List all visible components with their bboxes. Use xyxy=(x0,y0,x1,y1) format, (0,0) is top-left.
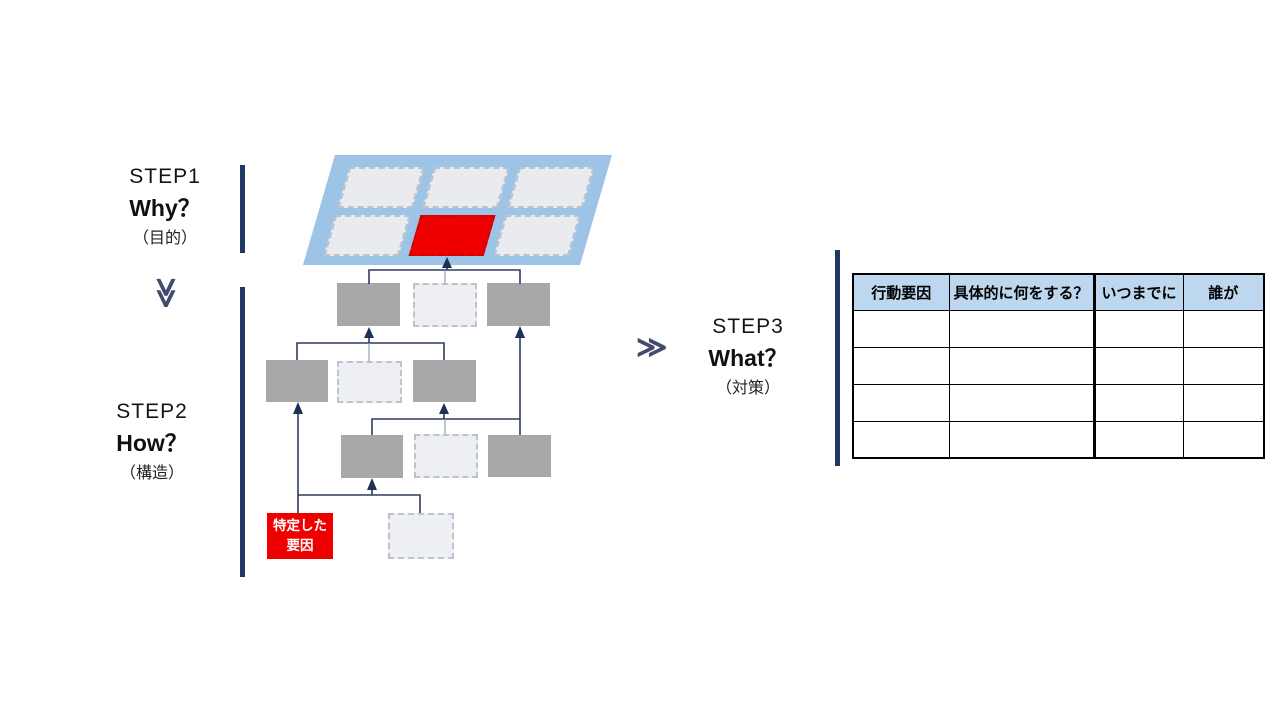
table-cell xyxy=(852,346,950,385)
tree-box-gray xyxy=(341,435,403,478)
table-cell xyxy=(1092,383,1184,422)
identified-factor-label-line2: 要因 xyxy=(286,538,314,553)
table-header-deadline: いつまでに xyxy=(1092,273,1184,311)
step1-label: STEP1 Why？ （目的） xyxy=(100,166,230,247)
tree-box-gray xyxy=(488,435,551,477)
table-cell xyxy=(1182,346,1265,385)
step2-question: How？ xyxy=(116,430,188,456)
table-cell xyxy=(948,420,1095,459)
step3-divider-bar xyxy=(835,250,840,466)
table-cell xyxy=(1092,309,1184,348)
table-cell xyxy=(948,346,1095,385)
table-cell xyxy=(1092,420,1184,459)
table-cell xyxy=(1182,383,1265,422)
action-plan-table: 行動要因 具体的に何をする？ いつまでに 誰が xyxy=(852,273,1265,459)
step2-subtitle: （構造） xyxy=(119,465,184,482)
table-cell xyxy=(852,420,950,459)
table-cell xyxy=(948,309,1095,348)
table-header-row: 行動要因 具体的に何をする？ いつまでに 誰が xyxy=(852,273,1265,311)
table-row xyxy=(852,383,1265,422)
step2-divider-bar xyxy=(240,287,245,577)
step3-question: What？ xyxy=(708,345,788,371)
step2-label: STEP2 How？ （構造） xyxy=(87,401,217,482)
table-cell xyxy=(1092,346,1184,385)
tree-box-empty xyxy=(414,434,478,478)
grid-cell xyxy=(323,215,411,256)
goal-grid-panel xyxy=(303,155,612,265)
tree-box-gray xyxy=(266,360,328,402)
tree-box-gray xyxy=(487,283,550,326)
table-row xyxy=(852,420,1265,459)
grid-cell xyxy=(507,167,595,208)
grid-cell-highlighted xyxy=(408,215,496,256)
step1-divider-bar xyxy=(240,165,245,253)
chevron-right-icon: ≫ xyxy=(636,331,668,364)
step3-title: STEP3 xyxy=(712,315,784,338)
step2-title: STEP2 xyxy=(116,400,188,423)
grid-cell xyxy=(422,167,510,208)
table-cell xyxy=(1182,309,1265,348)
tree-box-gray xyxy=(337,283,400,326)
table-header-what: 具体的に何をする？ xyxy=(948,273,1095,311)
step1-question: Why？ xyxy=(129,195,201,221)
table-row xyxy=(852,309,1265,348)
step1-title: STEP1 xyxy=(129,165,201,188)
table-header-factor: 行動要因 xyxy=(852,273,950,311)
table-cell xyxy=(948,383,1095,422)
tree-box-empty xyxy=(337,361,402,403)
step3-label: STEP3 What？ （対策） xyxy=(683,316,813,397)
chevron-down-icon: ≫ xyxy=(149,277,183,309)
step3-subtitle: （対策） xyxy=(715,380,780,397)
table-cell xyxy=(1182,420,1265,459)
table-row xyxy=(852,346,1265,385)
step1-subtitle: （目的） xyxy=(132,230,197,247)
identified-factor-box: 特定した 要因 xyxy=(267,513,333,559)
tree-box-empty xyxy=(388,513,454,559)
grid-cell xyxy=(493,215,581,256)
table-header-who: 誰が xyxy=(1182,273,1265,311)
grid-cell xyxy=(337,167,425,208)
table-cell xyxy=(852,309,950,348)
tree-box-empty xyxy=(413,283,477,327)
table-cell xyxy=(852,383,950,422)
tree-box-gray xyxy=(413,360,476,402)
identified-factor-label-line1: 特定した xyxy=(273,517,327,533)
